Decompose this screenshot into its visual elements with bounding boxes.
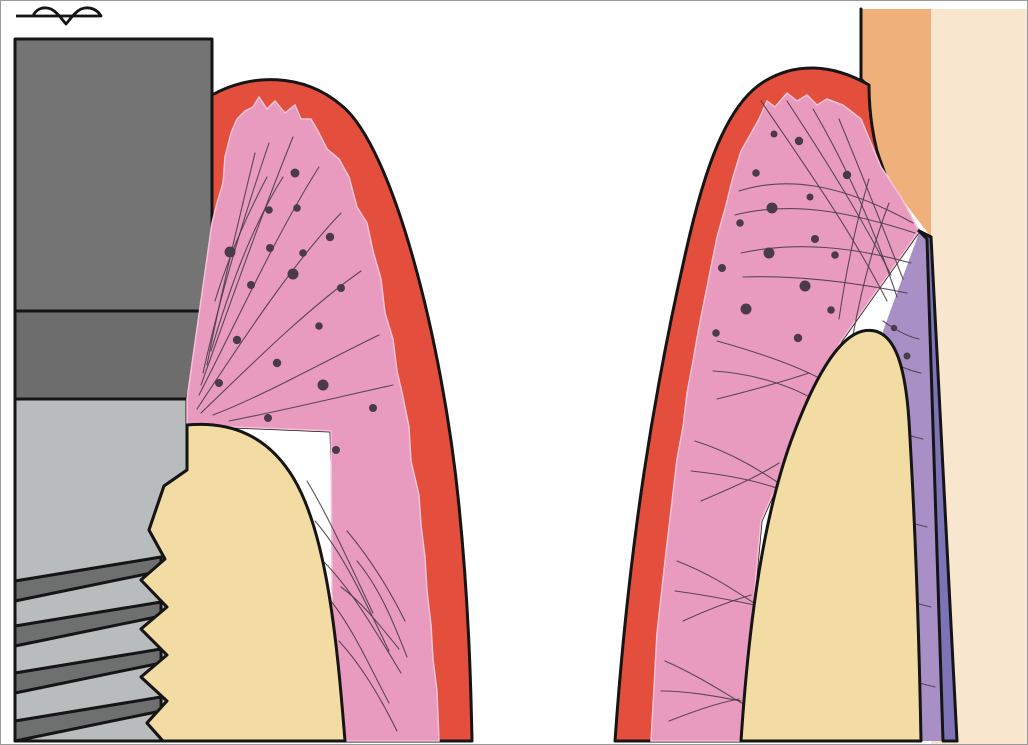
- implant-collar: [15, 311, 212, 399]
- natural-tooth-group: [615, 9, 1028, 745]
- screw-head-icon: [16, 8, 101, 24]
- implant-abutment: [15, 39, 212, 311]
